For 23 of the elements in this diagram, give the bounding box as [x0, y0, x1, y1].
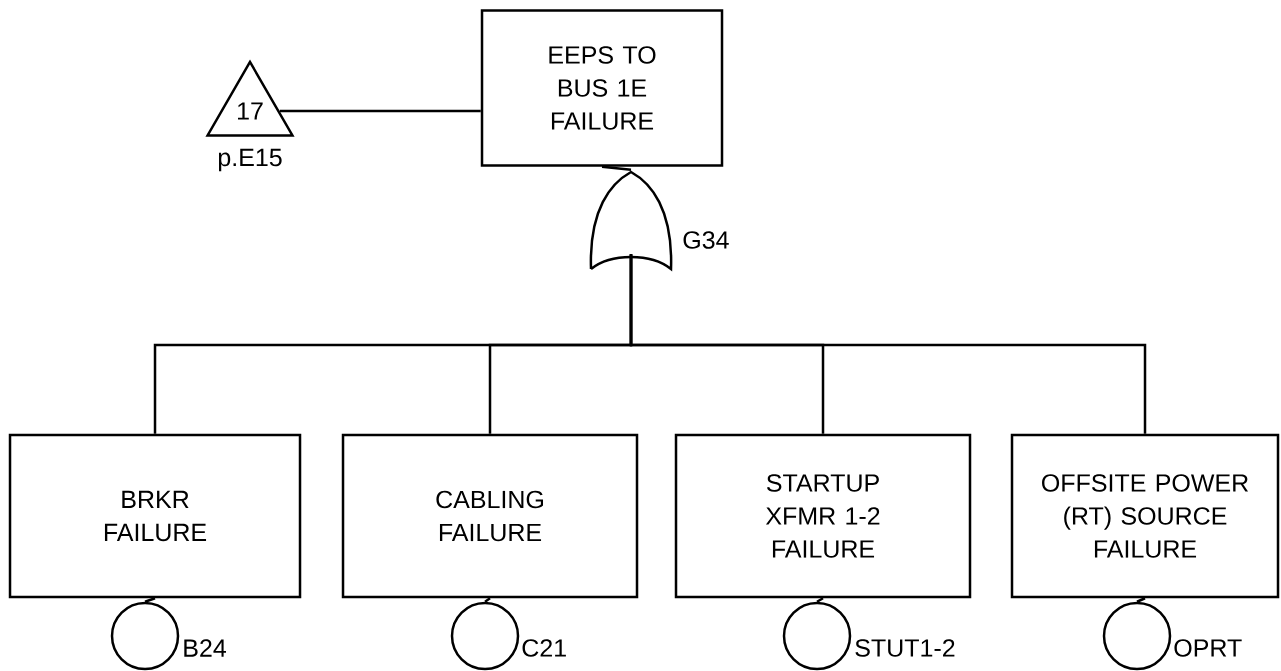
node-label: C21 [522, 639, 566, 657]
basic-event-circle [782, 601, 852, 671]
connector-line [601, 165, 632, 171]
basic-event-circle [110, 601, 180, 671]
event-box: STARTUP XFMR 1-2 FAILURE [674, 433, 972, 599]
node-label: G34 [683, 231, 729, 249]
event-box: EEPS TO BUS 1E FAILURE [480, 9, 724, 167]
connector-line [629, 254, 1147, 434]
event-box: BRKR FAILURE [8, 433, 302, 599]
or-gate [589, 170, 673, 271]
basic-event-circle [1102, 601, 1172, 671]
basic-event-circle [450, 601, 520, 671]
node-label: p.E15 [218, 148, 282, 172]
event-box: CABLING FAILURE [341, 433, 639, 599]
node-label: OPRT [1174, 639, 1242, 657]
connector-line [279, 109, 481, 113]
connector-line [484, 597, 491, 603]
node-label: B24 [184, 639, 226, 657]
connector-line [816, 597, 824, 603]
connector-line [1136, 597, 1146, 603]
connector-line [144, 597, 156, 603]
event-box: OFFSITE POWER (RT) SOURCE FAILURE [1010, 433, 1280, 599]
node-label: STUT1-2 [855, 639, 955, 657]
